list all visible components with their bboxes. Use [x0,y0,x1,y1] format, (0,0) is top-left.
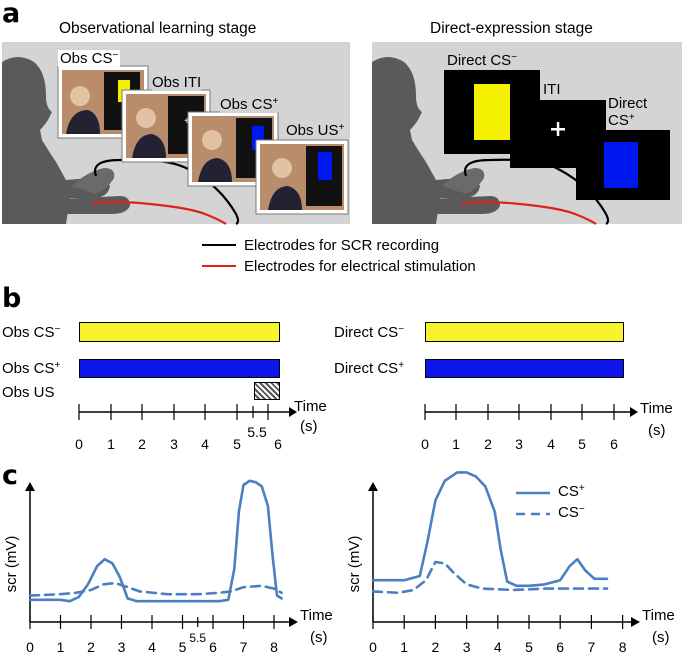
direct-cs-plus-label-line2: CS+ [608,112,635,129]
direct-cs-minus-bar [425,322,624,342]
series-line-cs-plus [28,479,283,603]
x-tick-label: 7 [240,639,248,655]
legend-scr-text: Electrodes for SCR recording [244,237,440,254]
tick-label: 2 [484,436,492,452]
x-tick-label: 7 [588,639,596,655]
x-tick-label: 8 [619,639,627,655]
direct-iti-label: ITI [543,81,561,98]
x-axis-label: Time [300,607,333,624]
tick-label: 4 [547,436,555,452]
x-axis-unit: (s) [310,629,328,646]
tick-label: 6 [274,436,282,452]
obs-us-row-label: Obs US [2,384,55,401]
obs-cs-plus-row-label: Obs CS+ [2,360,61,377]
legend-stim-text: Electrodes for electrical stimulation [244,258,476,275]
x-tick-label: 5 [525,639,533,655]
x-tick-label: 2 [87,639,95,655]
x-tick-label-5-5: 5.5 [189,631,206,645]
tick-label: 6 [610,436,618,452]
x-tick-label: 5 [179,639,187,655]
obs-cs-plus-bar [79,359,280,378]
x-tick-label: 8 [270,639,278,655]
tick-label: 5 [578,436,586,452]
tick-label: 3 [170,436,178,452]
x-tick-label: 2 [432,639,440,655]
tick-label: 5 [233,436,241,452]
panel-a-illustration: + [2,42,682,267]
y-axis-arrow [368,482,378,491]
direct-cs-plus-bar [425,359,624,378]
obs-cs-minus-bar [79,322,280,342]
obs-us-plus-screen [255,139,349,215]
x-tick-label: 0 [369,639,377,655]
tick-label: 0 [421,436,429,452]
legend-cs-plus-label: CS+ [558,483,585,500]
panel-letter-a: a [2,0,21,29]
x-tick-label: 6 [556,639,564,655]
y-axis-arrow [25,482,35,491]
series-line-cs-plus [371,471,609,588]
direct-stage-title: Direct-expression stage [430,20,593,37]
x-tick-label: 4 [148,639,156,655]
x-axis-label: Time [642,607,675,624]
legend-cs-minus-label: CS− [558,504,585,521]
panel-letter-b: b [2,283,22,314]
scr-wire-right [463,158,610,225]
time-axis-unit-right: (s) [648,422,666,439]
obs-us-bar [254,382,280,400]
x-tick-label: 4 [494,639,502,655]
tick-label-5-5: 5.5 [247,424,267,440]
x-tick-label: 3 [463,639,471,655]
tick-label: 1 [107,436,115,452]
tick-label: 4 [201,436,209,452]
direct-cs-plus-screen [576,130,670,200]
obs-cs-minus-row-label: Obs CS− [2,324,61,341]
y-axis-label: scr (mV) [3,536,20,593]
x-axis-arrow [631,617,640,627]
stim-wire-right [461,200,597,225]
x-axis-arrow [289,617,298,627]
y-axis-label: scr (mV) [346,536,363,593]
svg-text:+: + [184,116,190,127]
series-line-cs-minus [371,560,609,595]
direct-cs-plus-row-label: Direct CS+ [334,360,405,377]
x-tick-label: 1 [400,639,408,655]
tick-label: 2 [138,436,146,452]
tick-label: 3 [515,436,523,452]
tick-label: 0 [75,436,83,452]
time-axis-label-right: Time [640,400,673,417]
observational-stage-title: Observational learning stage [59,20,257,37]
tick-label: 1 [452,436,460,452]
x-tick-label: 3 [118,639,126,655]
obs-us-plus-label: Obs US+ [286,122,345,139]
obs-cs-plus-label: Obs CS+ [220,96,279,113]
time-axis-unit-left: (s) [300,418,318,435]
stim-wire-left [91,200,227,225]
direct-cs-minus-row-label: Direct CS− [334,324,405,341]
obs-cs-minus-label: Obs CS− [58,50,121,67]
direct-cs-plus-label-line1: Direct [608,95,648,112]
obs-iti-label: Obs ITI [152,74,202,91]
direct-cs-minus-label: Direct CS− [447,52,518,69]
series-line-cs-minus [28,581,283,597]
time-axis-label-left: Time [294,398,327,415]
x-tick-label: 0 [26,639,34,655]
x-axis-unit: (s) [652,629,670,646]
x-tick-label: 6 [209,639,217,655]
panel-letter-c: c [2,460,19,491]
x-tick-label: 1 [57,639,65,655]
